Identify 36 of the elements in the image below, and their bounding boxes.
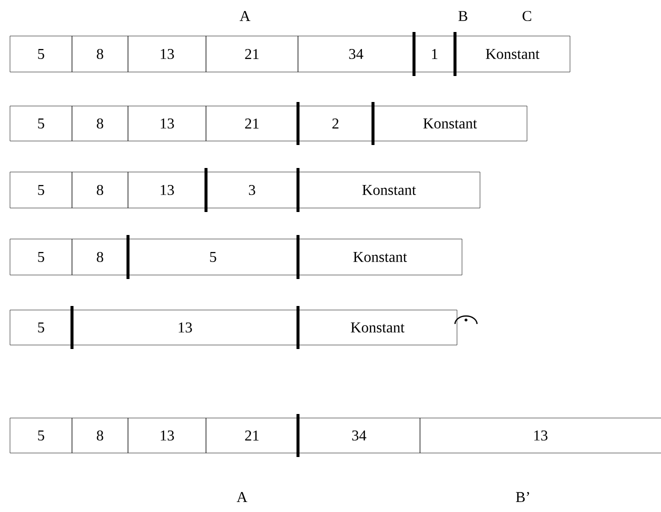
table-cell: 5 — [10, 310, 72, 346]
table-cell: 8 — [72, 238, 128, 276]
table-cell: 21 — [206, 106, 298, 142]
table-cell: 3 — [206, 172, 298, 208]
table-cell: 8 — [72, 172, 128, 208]
table-cell: 5 — [10, 172, 72, 208]
table-cell: Konstant — [298, 310, 458, 346]
table-cell: 13 — [72, 310, 298, 346]
table-cell: 34 — [298, 418, 420, 454]
table-cell: 34 — [298, 36, 414, 72]
table-cell: 5 — [10, 238, 72, 276]
section-label: B — [458, 11, 468, 21]
table-cell: Konstant — [298, 238, 462, 276]
table-cell: 5 — [128, 238, 298, 276]
table-cell: 5 — [10, 36, 72, 72]
table-cell: 8 — [72, 36, 128, 72]
section-label: C — [522, 10, 532, 22]
table-cell: 8 — [72, 418, 128, 454]
table-cell: 13 — [128, 172, 206, 208]
table-cell: Konstant — [454, 36, 570, 72]
table-cell: 13 — [128, 418, 206, 454]
table-cell: 13 — [128, 36, 206, 72]
table-cell: 1 — [414, 36, 456, 72]
table-cell: 13 — [128, 106, 206, 142]
table-cell: 21 — [206, 36, 298, 72]
table-cell: 13 — [420, 418, 661, 454]
table-cell: 8 — [72, 106, 128, 142]
table-cell: Konstant — [372, 106, 528, 142]
table-cell: 21 — [206, 418, 298, 454]
section-label: B’ — [516, 492, 530, 502]
table-cell: 5 — [10, 106, 72, 142]
section-label: A — [236, 492, 248, 502]
section-label: A — [240, 11, 250, 21]
table-cell: 5 — [10, 418, 72, 454]
table-cell: 2 — [298, 106, 374, 142]
table-cell: Konstant — [298, 172, 480, 208]
